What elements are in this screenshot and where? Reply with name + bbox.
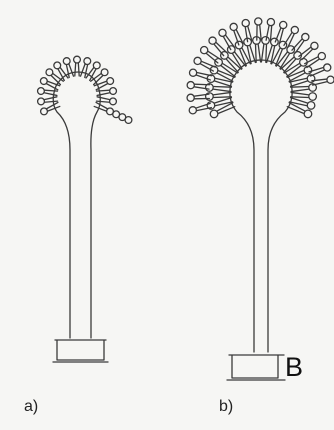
annotation-letter: B [285, 352, 303, 383]
panel-b-label: b) [219, 398, 233, 416]
panel-a-label: a) [24, 398, 38, 416]
